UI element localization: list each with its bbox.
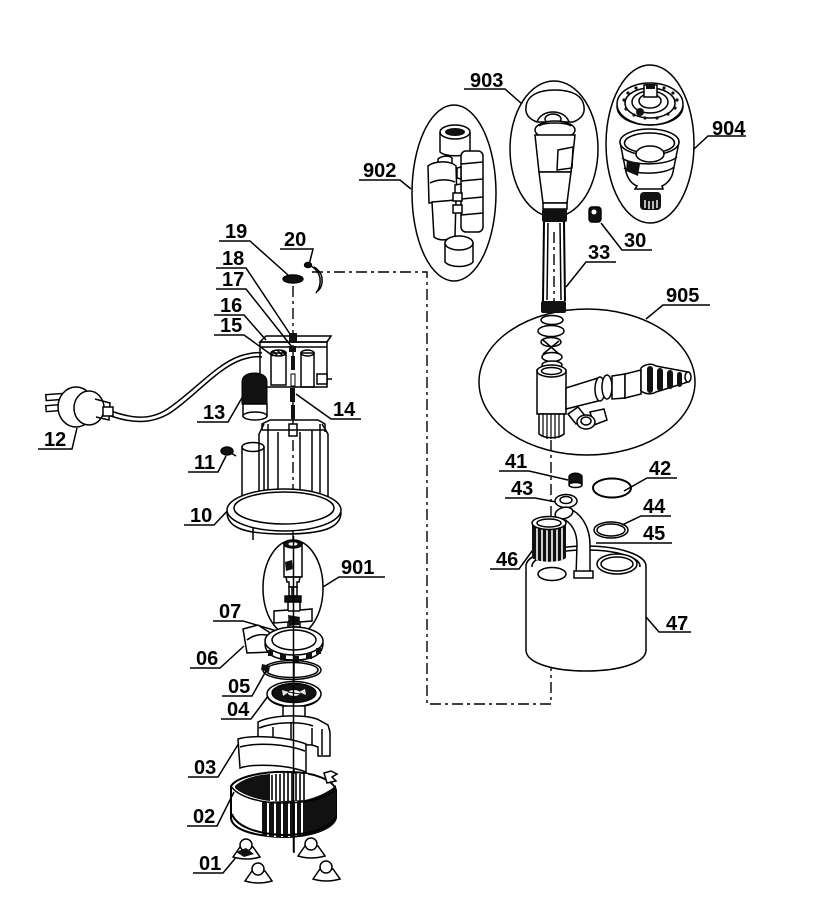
svg-text:05: 05 [228, 676, 250, 698]
svg-text:30: 30 [624, 230, 646, 252]
svg-text:07: 07 [219, 601, 241, 623]
svg-text:11: 11 [194, 452, 215, 474]
svg-text:43: 43 [511, 478, 533, 500]
svg-text:45: 45 [643, 523, 665, 545]
svg-text:905: 905 [666, 285, 699, 307]
svg-text:18: 18 [222, 248, 244, 270]
svg-text:16: 16 [220, 295, 242, 317]
svg-text:46: 46 [496, 549, 518, 571]
svg-text:44: 44 [643, 496, 666, 518]
svg-text:14: 14 [333, 399, 356, 421]
svg-text:01: 01 [199, 853, 221, 875]
svg-text:33: 33 [588, 242, 610, 264]
svg-text:17: 17 [222, 269, 244, 291]
svg-text:47: 47 [666, 613, 688, 635]
svg-text:42: 42 [649, 458, 671, 480]
svg-text:41: 41 [505, 451, 527, 473]
svg-text:13: 13 [203, 402, 225, 424]
svg-text:03: 03 [194, 757, 216, 779]
svg-text:02: 02 [193, 806, 215, 828]
svg-text:15: 15 [220, 315, 242, 337]
svg-text:902: 902 [363, 160, 396, 182]
svg-text:20: 20 [284, 229, 306, 251]
svg-text:19: 19 [225, 221, 247, 243]
svg-text:04: 04 [227, 699, 250, 721]
svg-text:10: 10 [190, 505, 212, 527]
svg-text:12: 12 [44, 429, 66, 451]
svg-text:904: 904 [712, 118, 746, 140]
svg-text:901: 901 [341, 557, 374, 579]
svg-text:903: 903 [470, 70, 503, 92]
svg-text:06: 06 [196, 648, 218, 670]
